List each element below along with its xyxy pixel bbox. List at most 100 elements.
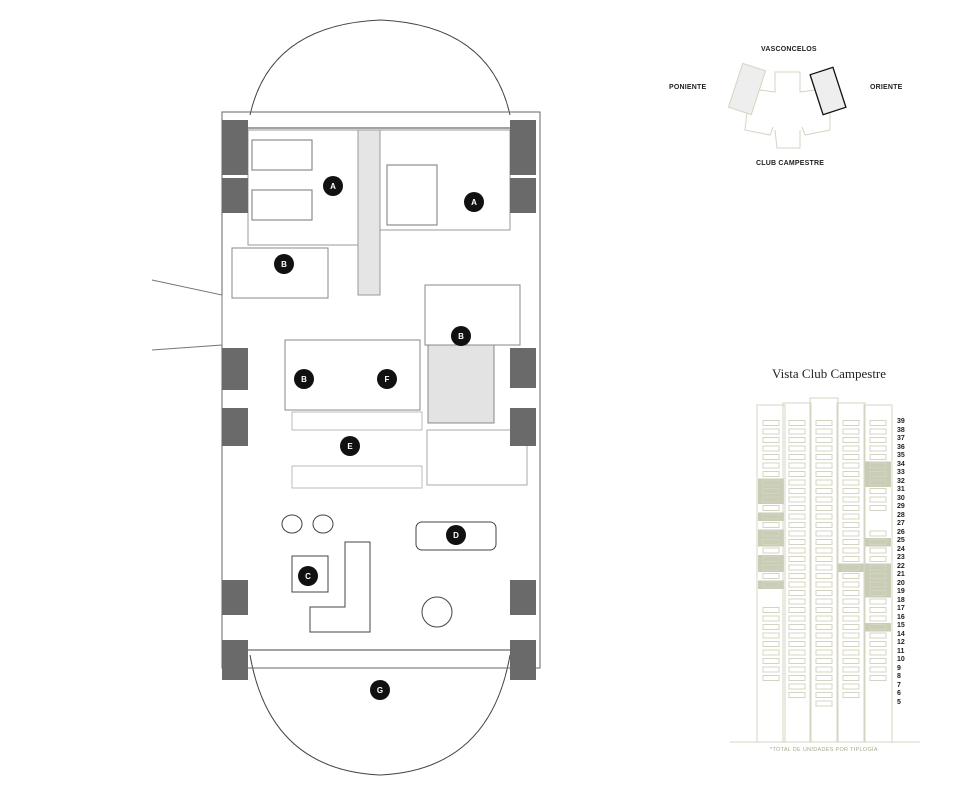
highlighted-unit [758,529,784,538]
unit-window [869,573,887,579]
highlighted-unit [865,478,891,487]
floor-number: 38 [897,426,905,434]
unit-window [842,573,860,579]
floor-number: 32 [897,477,905,485]
orientation-south-label: CLUB CAMPESTRE [756,160,825,167]
unit-window [762,420,780,426]
unit-window [762,641,780,647]
unit-window [815,632,833,639]
unit-window [842,581,860,588]
unit-window [762,513,780,520]
highlighted-unit [865,563,891,572]
room-marker-d [446,525,466,545]
unit-window [869,437,887,443]
unit-window [842,564,860,571]
terrace-top-arc [249,19,511,116]
floor-number: 23 [897,554,905,561]
elevation-note: *TOTAL DE UNIDADES POR TIPLOGÍA [770,747,878,753]
floor-number: 24 [897,545,905,553]
floor-number: 18 [897,596,905,604]
unit-window [815,692,833,698]
elevation-title: Vista Club Campestre [772,366,887,381]
unit-window [815,564,833,571]
unit-window [815,666,833,673]
floor-number: 8 [897,673,901,680]
orientation-key [727,62,831,149]
unit-window [842,675,860,681]
unit-window [762,547,780,554]
unit-window [869,428,887,435]
unit-window [869,641,887,647]
unit-window [762,539,780,545]
room-marker-c [298,566,318,586]
unit-window [762,462,780,469]
unit-window [788,675,806,681]
floor-number: 9 [897,664,901,672]
unit-window [869,590,887,596]
unit-window [869,581,887,588]
floor-number: 30 [897,494,905,502]
unit-window [815,539,833,545]
highlighted-unit [758,580,784,589]
unit-window [869,462,887,469]
unit-window [815,675,833,681]
unit-window [815,615,833,622]
floor-number: 14 [897,630,905,638]
unit-window [869,530,887,537]
unit-window [869,539,887,545]
unit-window [815,488,833,494]
unit-window [788,428,806,435]
unit-window [815,471,833,477]
floor-number: 39 [897,418,905,425]
unit-window [842,598,860,605]
unit-window [788,649,806,656]
highlighted-unit [758,563,784,572]
unit-window [788,420,806,426]
floor-number: 10 [897,656,905,663]
floor-number: 34 [897,460,905,468]
unit-window [788,522,806,528]
orientation-north-label: VASCONCELOS [761,46,817,53]
unit-window [842,505,860,511]
unit-window [869,547,887,554]
unit-window [788,539,806,545]
unit-window [788,564,806,571]
highlighted-unit [865,470,891,479]
terrace-bottom-arc [249,654,511,776]
unit-window [762,666,780,673]
unit-window [842,454,860,460]
unit-window [869,454,887,460]
unit-window [842,420,860,426]
unit-window [842,471,860,477]
unit-window [788,513,806,520]
unit-window [762,581,780,588]
orientation-east-label: ORIENTE [870,84,903,91]
unit-window [762,564,780,571]
unit-window [869,607,887,613]
unit-window [815,437,833,443]
unit-window [788,462,806,469]
unit-window [815,658,833,664]
orientation-west-label: PONIENTE [669,84,707,91]
unit-window [869,615,887,622]
unit-window [842,632,860,639]
unit-window [842,462,860,469]
unit-window [762,649,780,656]
unit-window [815,581,833,588]
unit-window [842,496,860,503]
unit-window [788,615,806,622]
unit-window [869,598,887,605]
room-marker-label: A [330,182,336,191]
unit-window [869,505,887,511]
unit-window [762,530,780,537]
unit-window [815,505,833,511]
room-marker-label: D [453,531,459,540]
unit-window [762,488,780,494]
unit-window [788,598,806,605]
unit-window [815,462,833,469]
floor-number: 36 [897,443,905,451]
unit-window [869,624,887,630]
unit-window [788,666,806,673]
unit-window [815,420,833,426]
